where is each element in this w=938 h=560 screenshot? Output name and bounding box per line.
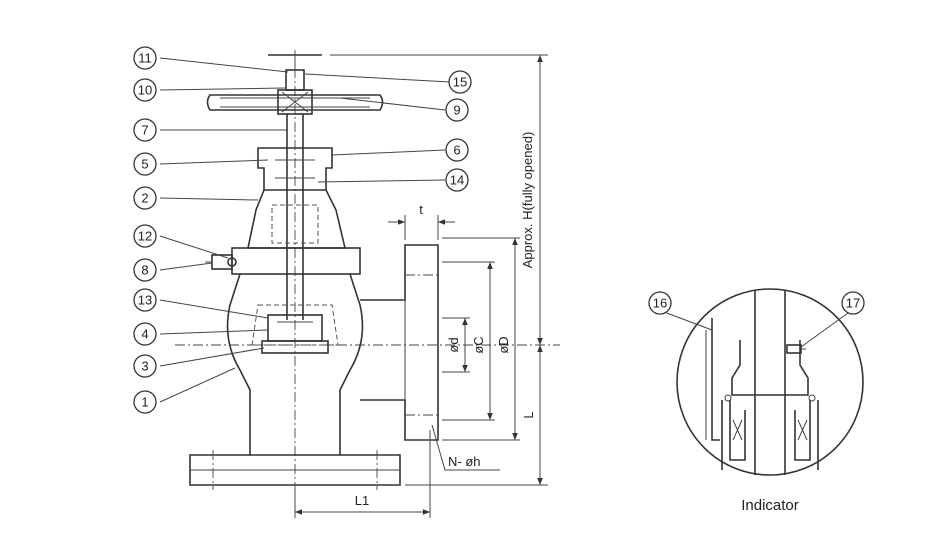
callout-14: 14 <box>445 168 469 192</box>
dim-D-label: øD <box>496 336 511 353</box>
svg-text:12: 12 <box>138 229 152 244</box>
callout-4: 4 <box>133 322 157 346</box>
callout-8: 8 <box>133 258 157 282</box>
dim-H-label: Approx. H(fully opened) <box>520 132 535 269</box>
dim-holes-label: N- øh <box>448 454 481 469</box>
callout-15: 15 <box>448 70 472 94</box>
callout-12: 12 <box>133 224 157 248</box>
callout-16: 16 <box>648 291 672 315</box>
callout-7: 7 <box>133 118 157 142</box>
svg-text:1: 1 <box>141 395 148 410</box>
callout-5: 5 <box>133 152 157 176</box>
dim-L-label: L <box>521 411 536 418</box>
handwheel <box>206 89 384 115</box>
indicator-detail <box>663 288 864 476</box>
dim-t-label: t <box>419 202 423 217</box>
callout-6: 6 <box>445 138 469 162</box>
svg-text:4: 4 <box>141 327 148 342</box>
svg-text:17: 17 <box>846 296 860 311</box>
svg-text:15: 15 <box>453 75 467 90</box>
svg-text:2: 2 <box>141 191 148 206</box>
svg-text:14: 14 <box>450 173 464 188</box>
svg-text:8: 8 <box>141 263 148 278</box>
indicator-caption: Indicator <box>741 497 799 514</box>
svg-text:13: 13 <box>138 293 152 308</box>
dim-c-label: øC <box>471 336 486 353</box>
callout-2: 2 <box>133 186 157 210</box>
callout-13: 13 <box>133 288 157 312</box>
dim-L1-label: L1 <box>355 493 369 508</box>
callout-10: 10 <box>133 78 157 102</box>
callout-9: 9 <box>445 98 469 122</box>
svg-text:6: 6 <box>453 143 460 158</box>
dim-d-label: ød <box>446 337 461 352</box>
svg-text:11: 11 <box>138 51 152 66</box>
svg-text:5: 5 <box>141 157 148 172</box>
svg-text:9: 9 <box>453 103 460 118</box>
svg-text:3: 3 <box>141 359 148 374</box>
svg-text:10: 10 <box>138 83 152 98</box>
svg-text:7: 7 <box>141 123 148 138</box>
svg-text:16: 16 <box>653 296 667 311</box>
callout-3: 3 <box>133 354 157 378</box>
callout-1: 1 <box>133 390 157 414</box>
callout-17: 17 <box>841 291 865 315</box>
valve-main-view: t ød øC øD Approx. H(fully opened) L L1 … <box>159 50 560 518</box>
callout-11: 11 <box>133 46 157 70</box>
